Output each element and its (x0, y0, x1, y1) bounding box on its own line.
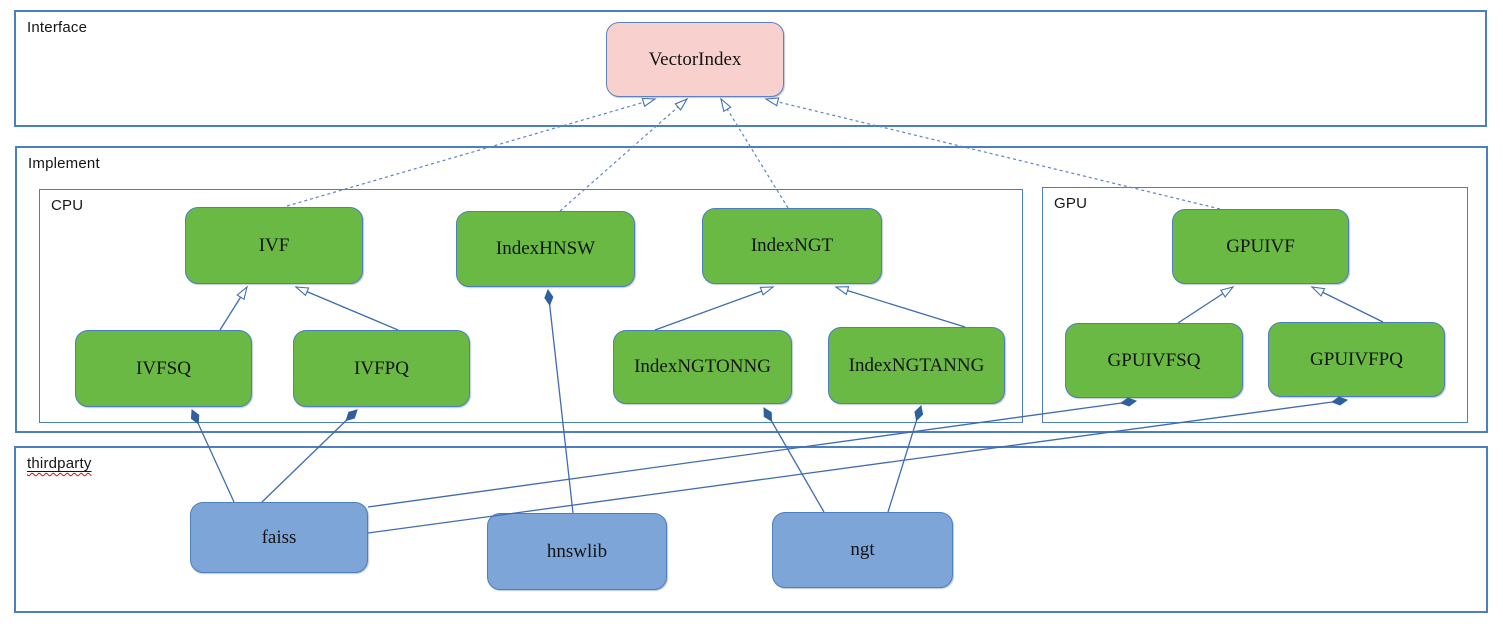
container-interface-label: Interface (27, 19, 88, 36)
node-label-ngt: ngt (850, 539, 875, 560)
node-label-indexngtonng: IndexNGTONNG (634, 356, 771, 377)
node-label-vectorindex: VectorIndex (648, 48, 742, 70)
container-gpu-label: GPU (1054, 195, 1088, 212)
node-vectorindex[interactable]: VectorIndex (606, 22, 784, 97)
node-hnswlib[interactable]: hnswlib (487, 513, 667, 590)
node-indexngtonng[interactable]: IndexNGTONNG (613, 330, 792, 404)
spellcheck-squiggle: thirdparty (27, 455, 92, 472)
node-label-gpuivfpq: GPUIVFPQ (1310, 348, 1403, 370)
container-implement-label: Implement (28, 155, 100, 172)
node-indexhnsw[interactable]: IndexHNSW (456, 211, 635, 287)
node-gpuivfpq[interactable]: GPUIVFPQ (1268, 322, 1445, 397)
node-gpuivfsq[interactable]: GPUIVFSQ (1065, 323, 1243, 398)
node-label-gpuivf: GPUIVF (1226, 235, 1295, 257)
node-gpuivf[interactable]: GPUIVF (1172, 209, 1349, 284)
node-ivfsq[interactable]: IVFSQ (75, 330, 252, 407)
node-label-faiss: faiss (261, 526, 297, 548)
node-label-indexhnsw: IndexHNSW (495, 238, 596, 259)
node-label-ivfpq: IVFPQ (354, 357, 409, 379)
node-ivfpq[interactable]: IVFPQ (293, 330, 470, 407)
node-faiss[interactable]: faiss (190, 502, 368, 573)
node-indexngtanng[interactable]: IndexNGTANNG (828, 327, 1005, 404)
node-label-indexngtanng: IndexNGTANNG (848, 354, 985, 376)
container-thirdparty-label: thirdparty (27, 455, 92, 472)
node-label-ivfsq: IVFSQ (136, 357, 191, 379)
node-indexngt[interactable]: IndexNGT (702, 208, 882, 284)
node-label-gpuivfsq: GPUIVFSQ (1107, 349, 1201, 371)
container-cpu-label: CPU (51, 197, 84, 214)
node-label-indexngt: IndexNGT (750, 235, 834, 256)
node-label-ivf: IVF (258, 234, 290, 256)
node-ivf[interactable]: IVF (185, 207, 363, 284)
node-label-hnswlib: hnswlib (546, 540, 608, 562)
node-ngt[interactable]: ngt (772, 512, 953, 588)
